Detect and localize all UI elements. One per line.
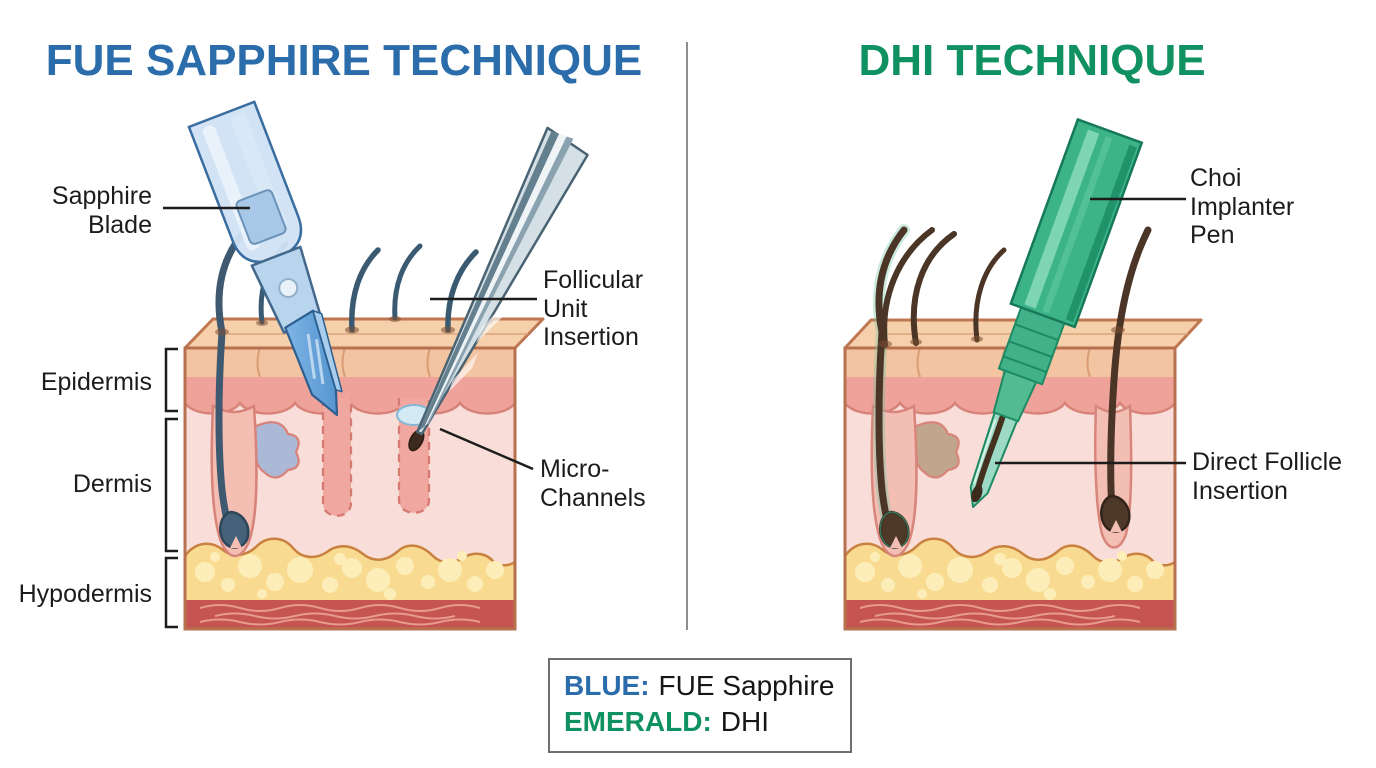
hair-follicle-dhi-left — [870, 224, 960, 558]
legend-emerald-row: EMERALD:DHI — [564, 704, 834, 740]
micro-channels-label: Micro- Channels — [540, 455, 646, 512]
choi-pen-line1: Choi — [1190, 164, 1242, 192]
legend-blue-desc: FUE Sapphire — [658, 670, 835, 701]
color-legend: BLUE: FUE Sapphire EMERALD:DHI — [548, 658, 853, 753]
fue-diagram-illustration — [163, 100, 589, 631]
legend-blue-row: BLUE: FUE Sapphire — [564, 668, 834, 704]
dhi-title: DHI TECHNIQUE — [858, 36, 1206, 85]
follicular-unit-insertion-label: Follicular Unit Insertion — [543, 266, 643, 352]
follicular-unit-insertion-line2: Unit — [543, 294, 588, 323]
hair-follicle-fue — [210, 228, 300, 558]
panel-divider — [686, 42, 688, 630]
hypodermis-label: Hypodermis — [18, 580, 152, 608]
epidermis-label: Epidermis — [40, 368, 152, 396]
annotation-lines-fue — [163, 206, 537, 629]
sapphire-blade-label-line1: Sapphire — [51, 182, 152, 210]
sebaceous-gland — [250, 421, 300, 479]
dhi-diagram-illustration — [843, 117, 1203, 631]
hair-pores — [878, 326, 1125, 348]
choi-pen-line2: Implanter — [1190, 192, 1295, 221]
follicular-unit-insertion-line3: Insertion — [543, 323, 639, 351]
sapphire-blade-label: Sapphire Blade — [22, 182, 152, 239]
annotation-lines-dhi — [995, 197, 1186, 465]
legend-blue-term: BLUE: — [564, 670, 650, 701]
sapphire-blade-tool — [187, 100, 343, 417]
hairs-dhi — [881, 227, 1007, 348]
fat-cells — [195, 551, 504, 600]
choi-pen-line3: Pen — [1190, 221, 1235, 249]
choi-implanter-pen-label: Choi Implanter Pen — [1190, 164, 1294, 250]
legend-emerald-desc: DHI — [720, 706, 769, 738]
choi-implanter-pen-tool — [969, 117, 1144, 508]
forceps-tool — [408, 126, 589, 452]
micro-channels-line2: Channels — [540, 483, 646, 512]
sapphire-blade-label-line2: Blade — [88, 210, 152, 239]
sebaceous-gland — [910, 421, 960, 479]
hair-follicle-dhi-right — [1094, 226, 1152, 549]
micro-channels-line1: Micro- — [540, 455, 610, 483]
direct-follicle-line2: Insertion — [1192, 476, 1288, 505]
direct-follicle-line1: Direct Follicle — [1192, 448, 1343, 476]
fue-title: FUE SAPPHIRE TECHNIQUE — [45, 36, 643, 85]
follicular-unit-insertion-line1: Follicular — [543, 266, 644, 294]
dermis-label: Dermis — [72, 470, 152, 498]
legend-emerald-term: EMERALD: — [564, 706, 712, 738]
fat-cells — [855, 551, 1164, 600]
direct-follicle-insertion-label: Direct Follicle Insertion — [1192, 448, 1342, 505]
